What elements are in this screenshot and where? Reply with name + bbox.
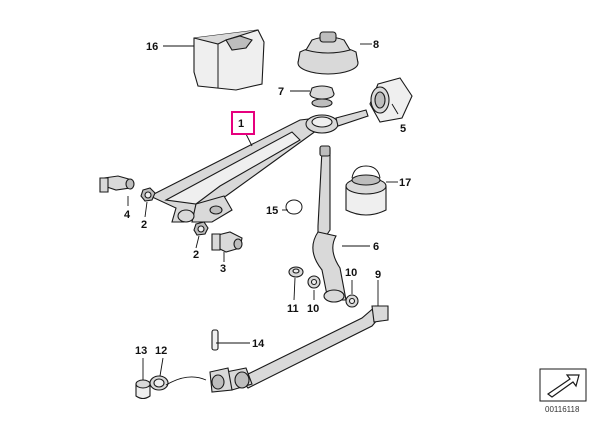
- callout-4[interactable]: 4: [124, 209, 131, 221]
- part-2-nut-lower[interactable]: [193, 221, 209, 236]
- callout-2-left[interactable]: 2: [141, 219, 147, 231]
- part-13-bushing[interactable]: [135, 379, 151, 400]
- part-1-lever-arm[interactable]: [148, 109, 369, 223]
- part-15-o-ring[interactable]: [285, 199, 303, 215]
- callout-15[interactable]: 15: [266, 205, 278, 217]
- callout-16[interactable]: 16: [146, 41, 158, 53]
- rod-coupling[interactable]: [209, 367, 233, 393]
- callout-14[interactable]: 14: [252, 338, 265, 350]
- callout-17[interactable]: 17: [399, 177, 411, 189]
- callout-10-upper[interactable]: 10: [345, 267, 357, 279]
- part-10-washer-right[interactable]: [345, 294, 359, 308]
- callout-10-lower[interactable]: 10: [307, 303, 319, 315]
- callout-2-lower[interactable]: 2: [193, 249, 199, 261]
- callout-3[interactable]: 3: [220, 263, 226, 275]
- callout-8[interactable]: 8: [373, 39, 379, 51]
- next-page-arrow-button[interactable]: [539, 368, 587, 402]
- callout-13[interactable]: 13: [135, 345, 147, 357]
- callout-7[interactable]: 7: [278, 86, 284, 98]
- part-8-boot[interactable]: [297, 31, 359, 75]
- callout-labels: 1 2 2 3 4 5 6 7 8 9 10 10 11 12 13 14 15…: [124, 39, 411, 357]
- callout-5[interactable]: 5: [400, 123, 406, 135]
- leader-lines: [127, 43, 399, 386]
- callout-1-highlight-box: [231, 111, 255, 135]
- callout-9[interactable]: 9: [375, 269, 381, 281]
- callout-11[interactable]: 11: [287, 303, 299, 315]
- part-11-washer[interactable]: [288, 266, 304, 278]
- part-6-shift-rod[interactable]: [312, 145, 347, 303]
- part-10-washer-left[interactable]: [307, 275, 321, 289]
- callout-12[interactable]: 12: [155, 345, 167, 357]
- callout-1[interactable]: 1: [238, 118, 244, 130]
- part-9-selector-rod[interactable]: [225, 305, 389, 391]
- catalog-number: 00116118: [545, 405, 580, 414]
- part-5-bushing[interactable]: [369, 77, 413, 123]
- part-17-housing[interactable]: [345, 165, 387, 216]
- part-4-bracket[interactable]: [99, 175, 135, 193]
- arrow-icon: [546, 374, 580, 398]
- part-12-seal-ring[interactable]: [149, 375, 169, 391]
- part-2-nut-left[interactable]: [140, 187, 156, 202]
- part-3-bracket[interactable]: [211, 231, 243, 253]
- part-16-cover[interactable]: [193, 29, 265, 91]
- part-14-pin[interactable]: [211, 329, 219, 351]
- part-7-cap[interactable]: [309, 85, 335, 108]
- callout-6[interactable]: 6: [373, 241, 379, 253]
